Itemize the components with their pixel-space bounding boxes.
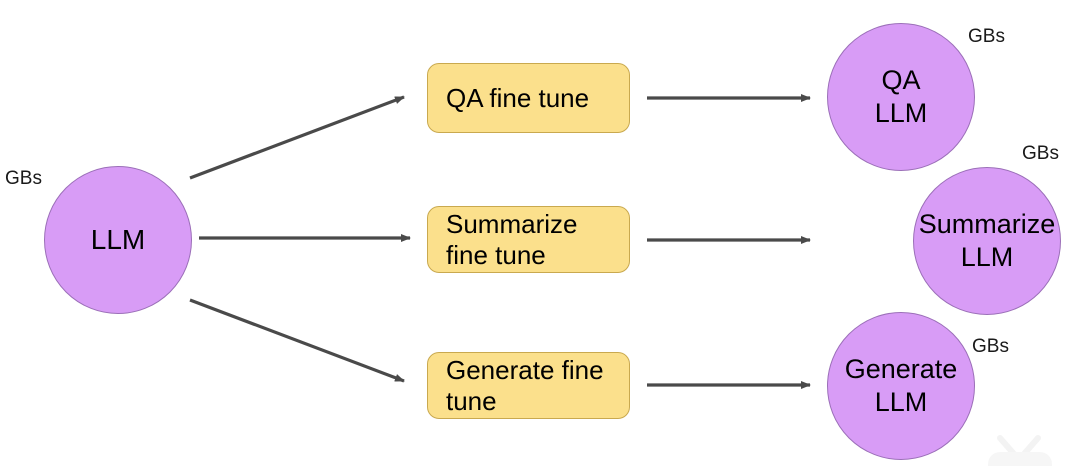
size-label-summarize-llm: GBs (1022, 143, 1059, 164)
size-label-generate-llm: GBs (972, 336, 1009, 357)
node-source-llm[interactable]: LLM (44, 166, 192, 314)
node-output-qa-llm[interactable]: QA LLM (827, 23, 975, 171)
process-box-generate-fine-tune[interactable]: Generate fine tune (427, 352, 630, 419)
node-source-llm-label: LLM (90, 223, 146, 255)
node-output-qa-llm-label: QA LLM (874, 65, 928, 128)
tv-play-icon (988, 435, 1052, 466)
node-output-summarize-llm-label: Summarize LLM (918, 209, 1056, 272)
process-box-qa-fine-tune[interactable]: QA fine tune (427, 63, 630, 133)
arrow-llm-to-generate-fine-tune (189, 298, 405, 383)
node-output-generate-llm[interactable]: Generate LLM (827, 312, 975, 460)
process-box-generate-fine-tune-label: Generate fine tune (446, 354, 604, 416)
process-box-summarize-fine-tune-label: Summarize fine tune (446, 208, 578, 270)
process-box-qa-fine-tune-label: QA fine tune (446, 82, 590, 113)
size-label-source-llm: GBs (5, 168, 42, 189)
size-label-qa-llm: GBs (968, 26, 1005, 47)
process-box-summarize-fine-tune[interactable]: Summarize fine tune (427, 206, 630, 273)
node-output-generate-llm-label: Generate LLM (844, 354, 958, 417)
node-output-summarize-llm[interactable]: Summarize LLM (913, 167, 1061, 315)
arrow-llm-to-qa-fine-tune (189, 95, 405, 180)
